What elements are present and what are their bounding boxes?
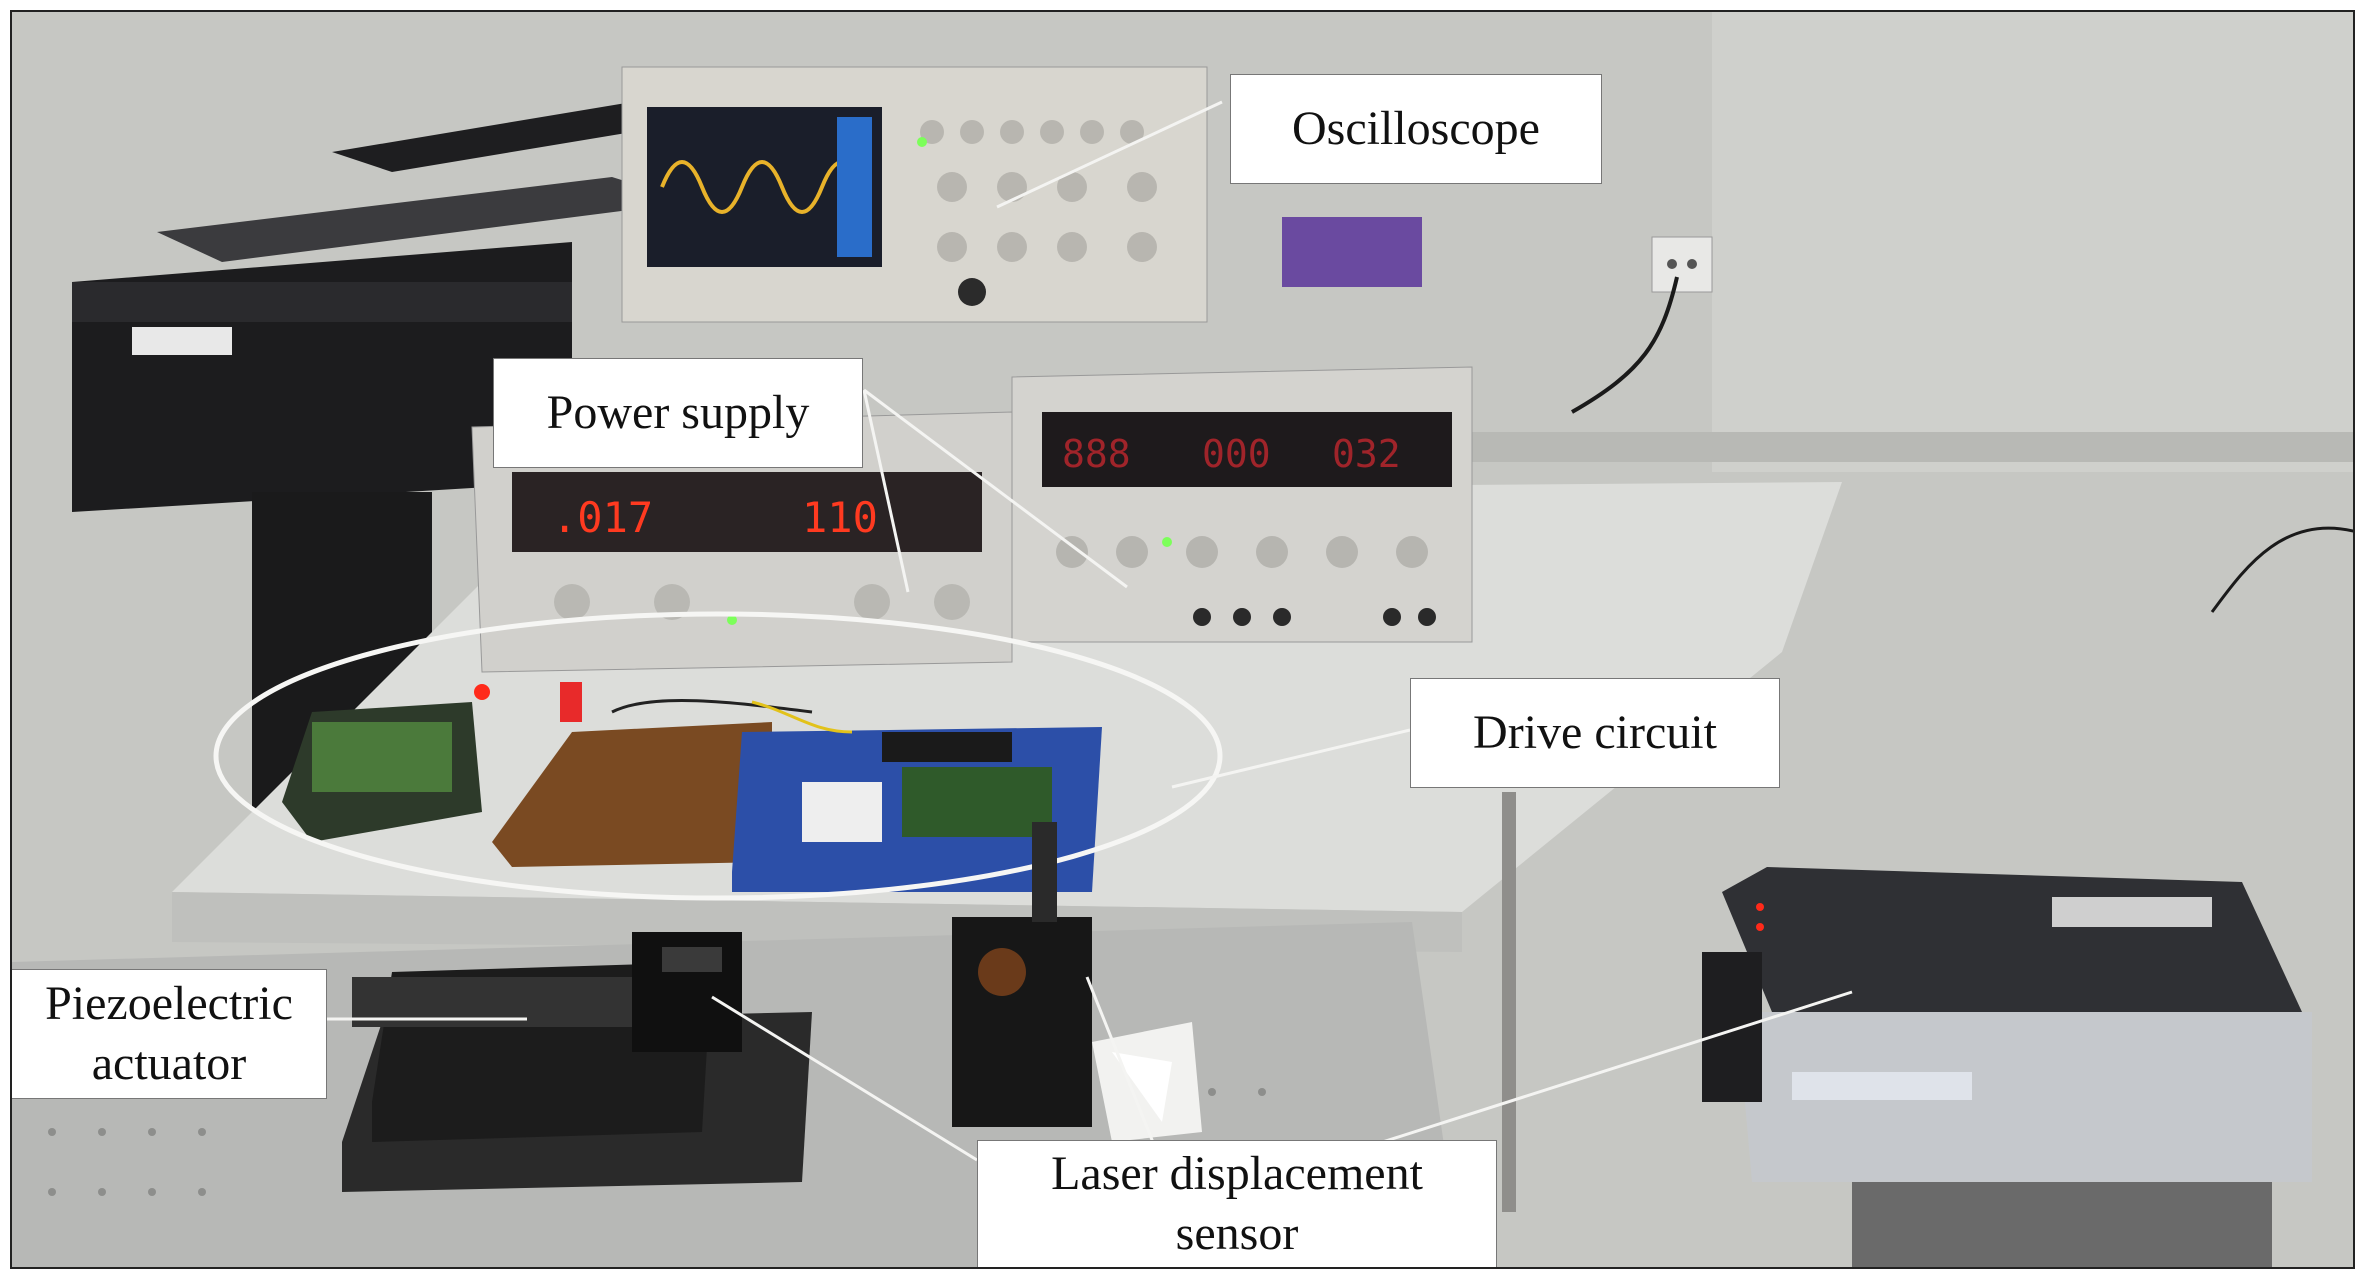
power-supply-leader-right	[863, 388, 1128, 589]
leader-lines	[327, 100, 1853, 1162]
desk-leg	[1502, 792, 1516, 1212]
laser-displacement-sensor-label: Laser displacement sensor	[977, 1140, 1497, 1267]
enclosure-top	[72, 282, 572, 322]
psu-right-display	[1042, 412, 1452, 487]
right-power-supply: 888 000 032	[1011, 366, 1473, 643]
drive-circuit-label-text: Drive circuit	[1473, 706, 1717, 759]
laser-sensor-unit	[952, 822, 1202, 1142]
left-power-supply: .017 110	[471, 411, 1013, 673]
laser-label-line2: sensor	[1175, 1207, 1299, 1260]
outlet-hole-icon	[1667, 259, 1677, 269]
drive-circuit-highlight	[213, 611, 1223, 901]
laptop-back	[332, 102, 692, 172]
power-supply-label: Power supply	[493, 358, 863, 468]
laser-leader-left	[711, 995, 978, 1162]
laser-controller-box	[1702, 867, 2312, 1267]
purple-device	[1282, 217, 1422, 287]
drive-circuit-label: Drive circuit	[1410, 678, 1780, 788]
wall-right	[1712, 12, 2353, 472]
drive-circuit-boards	[282, 682, 1102, 892]
power-supply-leader-left	[862, 389, 910, 593]
enclosure-label	[132, 327, 232, 355]
drive-circuit-leader	[1171, 728, 1411, 789]
piezo-actuator-stage	[342, 932, 812, 1192]
laser-label-line1: Laser displacement	[1051, 1147, 1423, 1200]
power-outlet	[1651, 236, 1713, 293]
outlet-cable	[1571, 276, 1679, 414]
baseboard	[1462, 432, 2353, 462]
piezo-label-line2: actuator	[91, 1037, 247, 1090]
psu-right-reading-a: 888	[1062, 432, 1131, 476]
oscilloscope-leader	[996, 100, 1223, 209]
power-supply-label-text: Power supply	[546, 386, 810, 439]
wall-cable	[2210, 526, 2353, 613]
outlet-hole-icon	[1687, 259, 1697, 269]
piezoelectric-actuator-label: Piezoelectric actuator	[12, 969, 327, 1099]
piezo-label-line1: Piezoelectric	[45, 977, 293, 1030]
psu-left-reading-b: 110	[802, 493, 878, 542]
oscilloscope-device	[621, 66, 1208, 323]
oscilloscope-label: Oscilloscope	[1230, 74, 1602, 184]
laptop	[157, 177, 692, 262]
oscilloscope-label-text: Oscilloscope	[1292, 102, 1540, 155]
laser-leader-right	[1366, 990, 1853, 1149]
lab-photo: .017 110 888 000 032	[12, 12, 2353, 1267]
psu-right-reading-c: 032	[1332, 432, 1401, 476]
scope-waveform	[660, 160, 864, 214]
scope-menu	[837, 117, 872, 257]
psu-right-reading-b: 000	[1202, 432, 1271, 476]
laser-leader-middle	[1085, 976, 1162, 1161]
psu-left-display	[512, 472, 982, 552]
photo-frame: .017 110 888 000 032	[10, 10, 2355, 1269]
psu-left-reading-a: .017	[552, 493, 653, 542]
